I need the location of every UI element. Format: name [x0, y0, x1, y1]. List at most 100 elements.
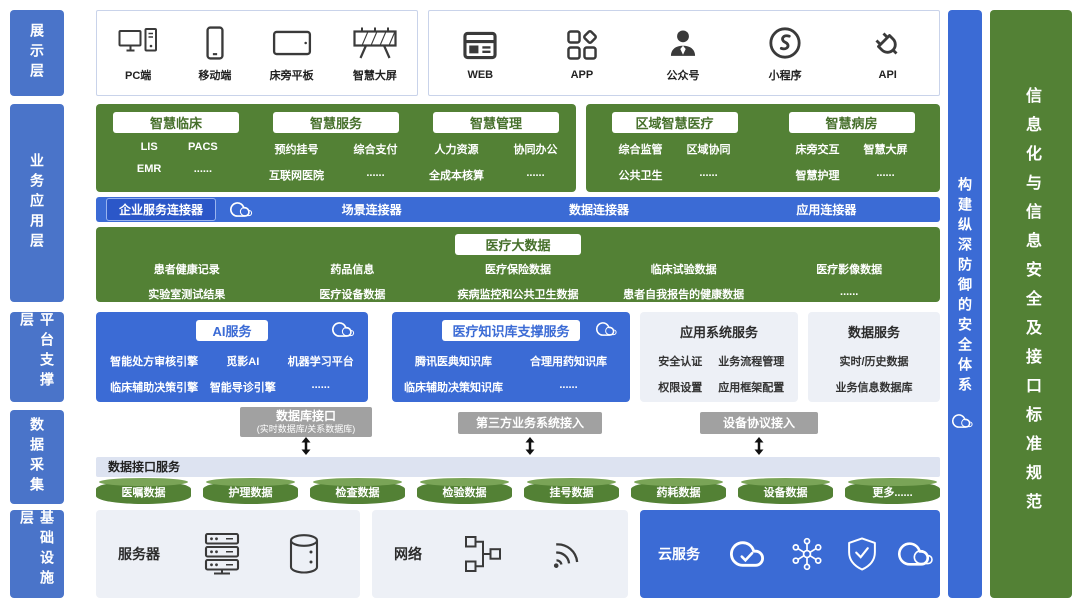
db-cylinder: 检验数据 — [417, 478, 512, 504]
terminal-label: 床旁平板 — [269, 70, 314, 82]
bigdata-item: ...... — [840, 286, 859, 298]
module-item: 智慧大屏 — [863, 144, 908, 156]
bigdata-title-chip: 医疗大数据 — [455, 234, 581, 255]
mini-program-icon — [768, 23, 802, 63]
business-block-hospital: 智慧临床 LIS PACS EMR ...... 智慧服务 预约挂号 综合支付 … — [96, 104, 576, 192]
network-label: 网络 — [394, 546, 422, 562]
cloud-icon — [596, 319, 622, 339]
database-icon — [287, 533, 321, 575]
knowledge-title-chip: 医疗知识库支撑服务 — [442, 320, 580, 341]
db-cylinder: 检查数据 — [310, 478, 405, 504]
standards-text: 信息化与信息安全及接口标准规范 — [1023, 86, 1040, 522]
platform-item: 业务流程管理 — [718, 356, 785, 368]
app-system-service-box: 应用系统服务 安全认证 业务流程管理 权限设置 应用框架配置 — [640, 312, 798, 402]
terminal-pc: PC端 — [116, 23, 160, 83]
module-smart-clinical: 智慧临床 LIS PACS EMR ...... — [96, 104, 256, 192]
medical-bigdata-block: 医疗大数据 患者健康记录 药品信息 医疗保险数据 临床试验数据 医疗影像数据 实… — [96, 227, 940, 302]
double-arrow-icon — [298, 436, 314, 456]
platform-item: 安全认证 — [658, 356, 703, 368]
database-cylinder-row: 医嘱数据 护理数据 检查数据 检验数据 挂号数据 药耗数据 设备数据 更多...… — [96, 478, 940, 504]
module-item: 人力资源 — [434, 144, 479, 156]
tablet-icon — [272, 23, 312, 63]
module-item: 区域协同 — [686, 144, 731, 156]
terminal-tablet: 床旁平板 — [270, 23, 314, 83]
app-icon — [566, 25, 598, 65]
channel-official-account: 公众号 — [666, 23, 699, 83]
double-cloud-icon — [898, 538, 942, 570]
db-cylinder-label: 挂号数据 — [549, 487, 594, 499]
bigdata-item: 医疗保险数据 — [484, 264, 551, 276]
channel-label: 小程序 — [768, 70, 802, 82]
platform-item: 智能处方审核引擎 — [110, 356, 199, 368]
ai-service-box: AI服务 智能处方审核引擎 觅影AI 机器学习平台 临床辅助决策引擎 智能导诊引… — [96, 312, 368, 402]
module-title-chip: 智慧服务 — [273, 112, 399, 133]
module-item: ...... — [193, 163, 213, 175]
third-party-access-chip: 第三方业务系统接入 — [458, 412, 602, 434]
api-icon — [871, 25, 905, 65]
chip-label: 第三方业务系统接入 — [475, 416, 584, 430]
network-box: 网络 — [372, 510, 628, 598]
business-block-regional: 区域智慧医疗 综合监管 区域协同 公共卫生 ...... 智慧病房 床旁交互 智… — [586, 104, 940, 192]
server-box: 服务器 — [96, 510, 360, 598]
layer-tab-collection: 数据采集 — [10, 410, 64, 504]
ai-service-title-chip: AI服务 — [196, 320, 268, 341]
platform-item: 实时/历史数据 — [839, 356, 909, 368]
knowledge-base-box: 医疗知识库支撑服务 腾讯医典知识库 合理用药知识库 临床辅助决策知识库 ....… — [392, 312, 630, 402]
mobile-icon — [204, 23, 226, 63]
data-service-box: 数据服务 实时/历史数据 业务信息数据库 — [808, 312, 940, 402]
cloud-icon — [230, 199, 258, 220]
channel-label: APP — [570, 69, 594, 81]
module-item: 互联网医院 — [269, 170, 324, 182]
app-system-title: 应用系统服务 — [679, 325, 758, 340]
db-cylinder-label: 检验数据 — [442, 487, 487, 499]
wifi-icon — [545, 533, 587, 575]
shield-check-icon — [846, 536, 878, 572]
enterprise-connector-chip: 企业服务连接器 — [106, 198, 217, 221]
db-cylinder: 设备数据 — [738, 478, 833, 504]
layer-tab-label: 业务应用层 — [29, 153, 45, 253]
platform-item: 权限设置 — [658, 382, 703, 394]
connector-label: 场景连接器 — [341, 203, 402, 217]
layer-tab-label: 展示层 — [29, 23, 45, 83]
bigdata-item: 疾病监控和公共卫生数据 — [457, 289, 579, 301]
platform-item: 机器学习平台 — [287, 356, 354, 368]
terminal-mobile: 移动端 — [198, 23, 231, 83]
module-item: 公共卫生 — [618, 170, 663, 182]
chip-label: 数据库接口 — [275, 409, 336, 423]
module-item: ...... — [699, 167, 718, 179]
layer-tab-business: 业务应用层 — [10, 104, 64, 302]
official-account-icon — [667, 23, 699, 63]
connector-bar: 企业服务连接器 场景连接器 数据连接器 应用连接器 — [96, 197, 940, 222]
bigdata-item: 医疗设备数据 — [319, 289, 386, 301]
layer-tab-label: 数据采集 — [29, 417, 45, 497]
module-title-chip: 智慧临床 — [113, 112, 239, 133]
module-item: ...... — [526, 167, 545, 179]
channel-label: 公众号 — [666, 70, 700, 82]
module-item: 综合支付 — [353, 144, 398, 156]
db-cylinder: 药耗数据 — [631, 478, 726, 504]
db-cylinder-label: 药耗数据 — [656, 487, 701, 499]
db-cylinder: 更多...... — [845, 478, 940, 504]
module-item: PACS — [188, 141, 218, 153]
server-label: 服务器 — [118, 546, 160, 562]
server-rack-icon — [199, 531, 245, 577]
db-cylinder-label: 设备数据 — [763, 487, 808, 499]
module-item: ...... — [366, 167, 385, 179]
module-item: ...... — [876, 167, 895, 179]
platform-item: 业务信息数据库 — [835, 382, 913, 394]
connector-label: 应用连接器 — [796, 203, 857, 217]
layer-tab-display: 展示层 — [10, 10, 64, 96]
module-item: 智慧护理 — [795, 170, 840, 182]
module-item: LIS — [140, 141, 158, 153]
data-service-title: 数据服务 — [847, 325, 900, 340]
module-item: 协同办公 — [513, 144, 558, 156]
data-interface-service-bar: 数据接口服务 — [96, 457, 940, 477]
terminal-label: 移动端 — [198, 70, 232, 82]
db-cylinder: 挂号数据 — [524, 478, 619, 504]
module-item: EMR — [136, 163, 162, 175]
layer-tab-label: 平台支撑层 — [19, 312, 55, 392]
cloud-icon — [332, 319, 360, 340]
display-terminals-group: PC端 移动端 床旁平板 智慧大屏 — [96, 10, 418, 96]
module-smart-service: 智慧服务 预约挂号 综合支付 互联网医院 ...... — [256, 104, 416, 192]
